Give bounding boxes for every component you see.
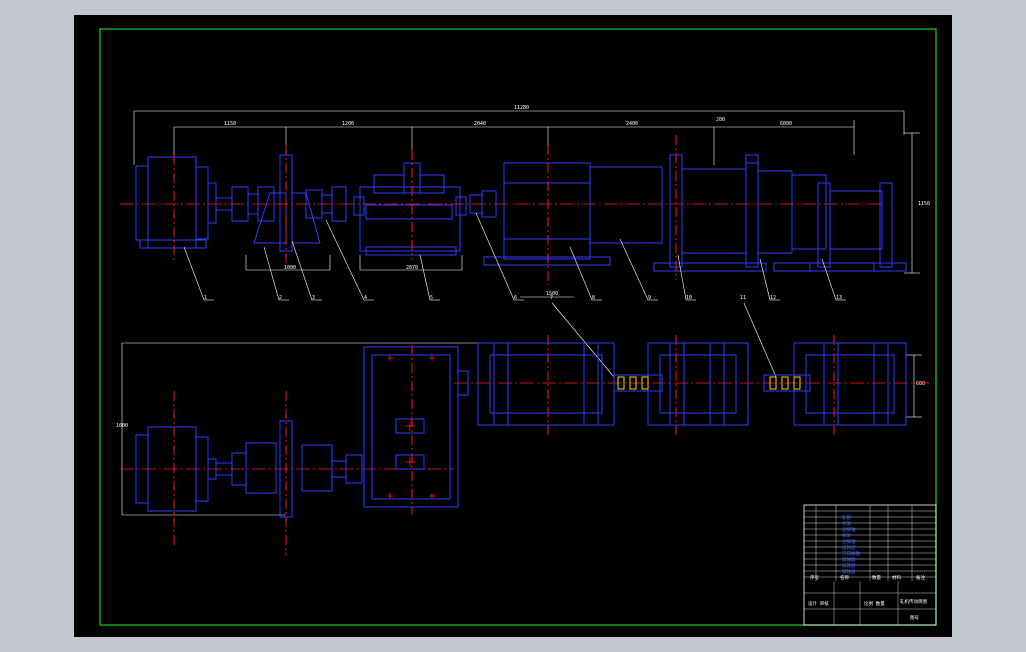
balloon-9: 9: [648, 295, 651, 301]
dim-1: 1150: [224, 121, 236, 127]
tb-row-7: 万向接轴: [842, 550, 860, 557]
drawing-sheet: 11280 1150 1200 2040 2400 200 6000 1150 …: [74, 15, 952, 637]
tb-row-8: 齿轮座: [842, 544, 856, 551]
bolt-marks: [387, 355, 435, 499]
balloon-4: 4: [364, 295, 367, 301]
leader-lines: [183, 212, 846, 378]
dim-base1: 1000: [284, 265, 296, 271]
mill-stand-2: [745, 154, 875, 272]
dim-3: 2040: [474, 121, 486, 127]
tb-row-5: 减速器: [842, 562, 856, 569]
balloon-5: 5: [430, 295, 433, 301]
tb-header-no: 序号: [810, 574, 819, 581]
motor: [135, 155, 217, 260]
tb-row-6: 联轴器: [842, 556, 856, 563]
balloon-1: 1: [204, 295, 207, 301]
dim-2: 1200: [342, 121, 354, 127]
title-block: 轧辊 机架 连接轴 机架 连接轴 齿轮座 万向接轴 联轴器 减速器 联轴器 序号…: [803, 504, 937, 626]
balloon-3: 3: [312, 295, 315, 301]
dim-6: 6000: [780, 121, 792, 127]
gear-reducer: [353, 150, 467, 260]
tb-row-4: 联轴器: [842, 568, 856, 575]
dim-plan-height: 1600: [116, 423, 128, 429]
balloon-12: 12: [770, 295, 776, 301]
tb-drawing-title: 轧机传动简图: [900, 598, 927, 605]
tb-row-12: 机架: [842, 520, 851, 527]
balloon-10: 10: [686, 295, 692, 301]
balloon-13: 13: [836, 295, 842, 301]
border-frame: [99, 28, 937, 626]
dim-height: 1150: [918, 201, 930, 207]
pinion-stand: [483, 145, 611, 285]
balloon-6: 6: [514, 295, 517, 301]
balloon-11: 11: [740, 295, 746, 301]
dim-4: 2400: [626, 121, 638, 127]
balloon-7: 7: [550, 295, 553, 301]
dim-base2: 2070: [406, 265, 418, 271]
dim-base3: 1500: [546, 291, 558, 297]
tb-header-mat: 材料: [892, 574, 901, 581]
tb-row-11: 连接轴: [842, 526, 856, 533]
dimension-lines: [121, 110, 922, 516]
tb-footer-left: 设计 审核: [808, 600, 829, 607]
plan-view: [120, 335, 934, 555]
tb-footer-right: 图号: [910, 615, 919, 621]
tb-header-note: 备注: [916, 574, 925, 581]
spindle-highlights: [617, 376, 801, 390]
flywheel: [253, 145, 321, 265]
dim-5: 200: [716, 117, 725, 123]
tb-header-qty: 数量: [872, 574, 881, 581]
dim-plan-width: 600: [916, 381, 925, 387]
tb-footer-mid: 比例 数量: [864, 600, 885, 607]
balloon-8: 8: [592, 295, 595, 301]
tb-row-9: 连接轴: [842, 538, 856, 545]
mill-stand-1: [653, 135, 767, 280]
balloon-2: 2: [279, 295, 282, 301]
tb-header-name: 名称: [840, 574, 849, 581]
roll-stand: [809, 182, 907, 272]
cad-drawing-canvas: 11280 1150 1200 2040 2400 200 6000 1150 …: [99, 28, 937, 626]
elevation-view: [120, 135, 907, 285]
tb-row-10: 机架: [842, 532, 851, 539]
dim-overall: 11280: [514, 105, 529, 111]
tb-row-13: 轧辊: [842, 514, 851, 521]
